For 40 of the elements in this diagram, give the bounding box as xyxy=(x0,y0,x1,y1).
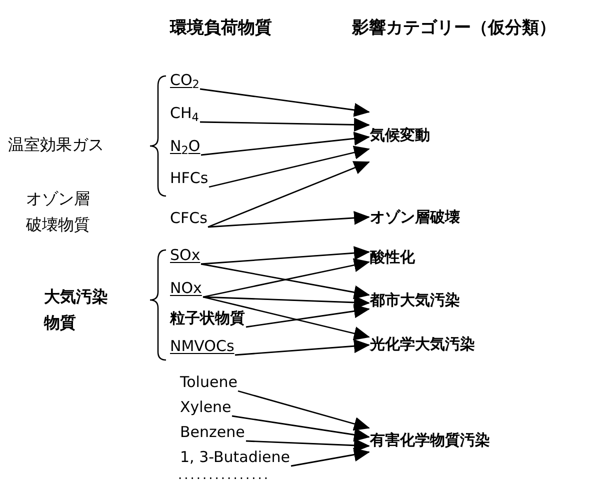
group-label: 温室効果ガス xyxy=(8,134,104,156)
category-label: 光化学大気汚染 xyxy=(370,335,475,353)
column-header: 影響カテゴリー（仮分類） xyxy=(352,17,556,40)
arrow xyxy=(200,118,370,132)
substance-label: NMVOCs xyxy=(170,337,234,355)
arrow xyxy=(246,438,370,452)
substance-label: CFCs xyxy=(170,209,208,227)
substance-label: Xylene xyxy=(180,398,232,416)
substance-label: Benzene xyxy=(180,423,245,441)
arrow xyxy=(202,296,370,340)
arrow xyxy=(290,448,370,467)
arrow xyxy=(208,210,370,228)
substance-label: CH$_{4}$ xyxy=(170,104,199,122)
arrow xyxy=(232,415,370,442)
substance-label: N$_{2}$O xyxy=(170,137,200,155)
arrow xyxy=(200,88,370,117)
arrow xyxy=(200,132,370,156)
arrow xyxy=(202,295,370,310)
column-header: 環境負荷物質 xyxy=(170,17,272,40)
ellipsis-dots: ............... xyxy=(178,467,270,485)
substance-label: 粒子状物質 xyxy=(170,309,245,327)
substance-label: SOx xyxy=(170,246,200,264)
group-label: オゾン層破壊物質 xyxy=(26,188,91,236)
category-label: オゾン層破壊 xyxy=(370,208,460,226)
substance-label: 1, 3-Butadiene xyxy=(180,448,290,466)
arrow xyxy=(208,146,370,188)
category-label: 都市大気汚染 xyxy=(370,291,460,309)
arrow xyxy=(234,339,370,356)
category-label: 有害化学物質汚染 xyxy=(370,431,490,449)
group-label: 大気汚染物質 xyxy=(44,286,109,334)
substance-label: NOx xyxy=(170,279,202,297)
category-label: 酸性化 xyxy=(370,248,415,266)
arrow xyxy=(208,161,370,228)
arrow xyxy=(238,390,370,431)
substance-label: HFCs xyxy=(170,169,208,187)
category-label: 気候変動 xyxy=(370,126,430,144)
arrow xyxy=(246,304,370,328)
substance-label: CO$_{2}$ xyxy=(170,71,200,89)
arrow xyxy=(200,246,370,265)
substance-label: Toluene xyxy=(180,373,238,391)
